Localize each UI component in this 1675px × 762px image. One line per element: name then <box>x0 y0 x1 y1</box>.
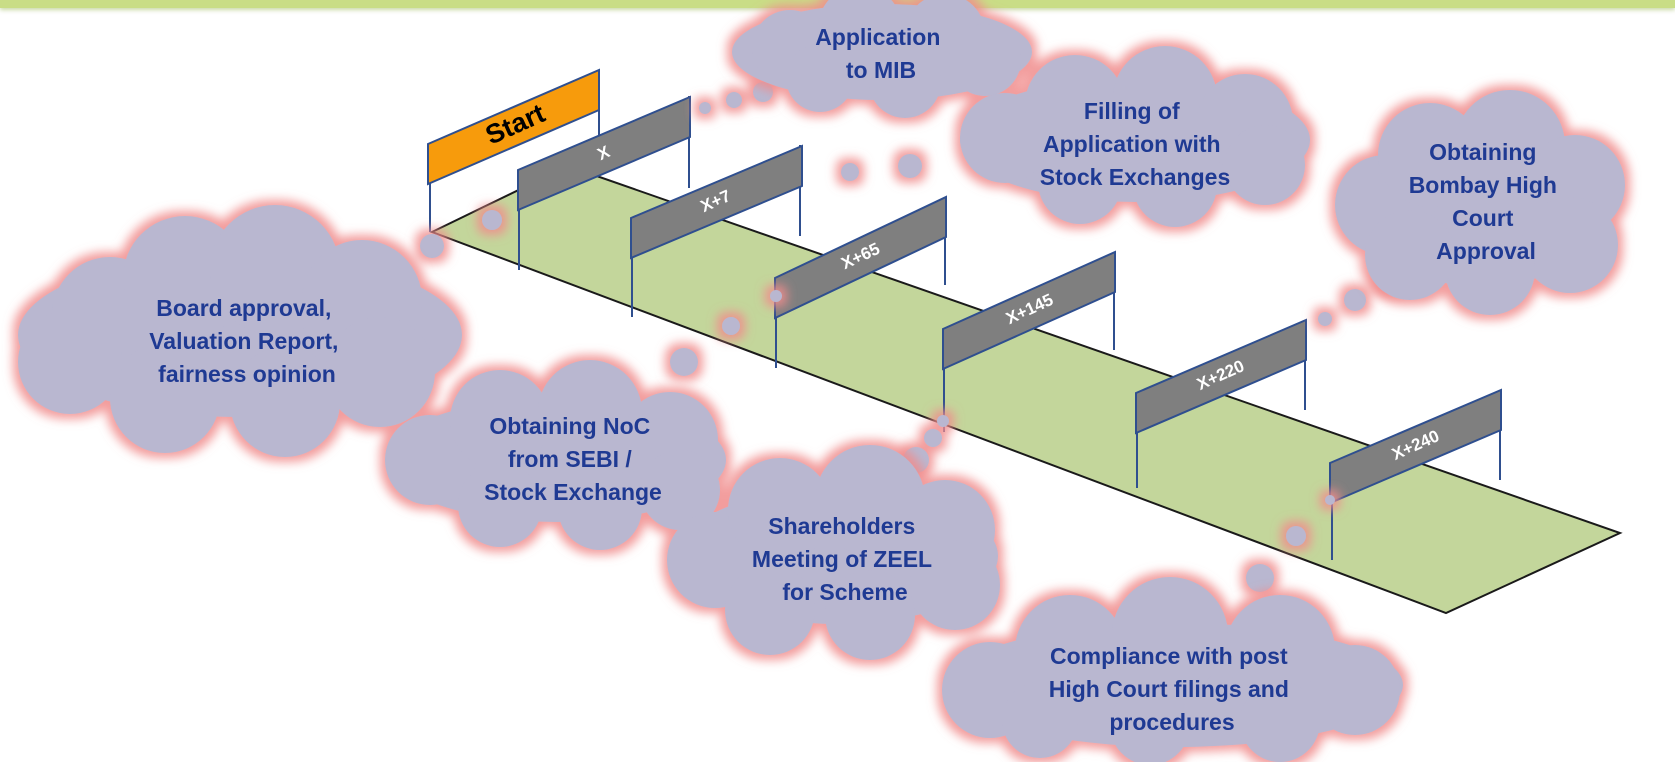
bubble-dot <box>1246 564 1274 592</box>
bubble-dot <box>898 154 922 178</box>
bubble-dot <box>726 92 742 108</box>
bubble-dot <box>753 82 773 102</box>
bubble-dot <box>482 210 502 230</box>
bubble-dot <box>699 102 711 114</box>
bubble-dot <box>841 163 859 181</box>
cloud-compliance-post-high-court <box>942 577 1403 762</box>
milestone-flag-x65: X+65 <box>774 195 947 368</box>
bubble-dot <box>1286 526 1306 546</box>
cloud-filing-stock-exchanges <box>960 46 1310 227</box>
bubble-dot <box>924 429 942 447</box>
cloud-obtaining-noc <box>385 360 726 550</box>
cloud-text-compliance: Compliance with post High Court filings … <box>1049 643 1296 735</box>
bubble-dot <box>937 415 949 427</box>
bubble-dot <box>1318 312 1332 326</box>
cloud-text-high-court: Obtaining Bombay High Court Approval <box>1409 139 1564 264</box>
bubble-dot <box>722 317 740 335</box>
bubble-dot <box>420 234 444 258</box>
bubble-dot <box>670 348 698 376</box>
milestone-flag-x7: X+7 <box>630 144 803 317</box>
bubble-dot <box>1325 495 1335 505</box>
cloud-board-approval <box>18 205 462 457</box>
milestone-flag-x: X <box>517 95 691 270</box>
bubble-dot <box>770 290 782 302</box>
cloud-text-board: Board approval, Valuation Report, fairne… <box>149 295 345 387</box>
cloud-high-court-approval <box>1335 90 1625 315</box>
cloud-shareholders-meeting <box>667 445 1000 660</box>
cloud-text-filing: Filling of Application with Stock Exchan… <box>1040 98 1230 190</box>
cloud-text-mib: Application to MIB <box>815 24 947 83</box>
cloud-application-mib <box>732 0 1032 118</box>
bubble-dot <box>1344 289 1366 311</box>
milestone-flag-x145: X+145 <box>942 250 1116 432</box>
milestone-flag-x240: X+240 <box>1329 388 1502 560</box>
cloud-text-shareholders: Shareholders Meeting of ZEEL for Scheme <box>752 513 938 605</box>
cloud-text-noc: Obtaining NoC from SEBI / Stock Exchange <box>484 413 662 505</box>
